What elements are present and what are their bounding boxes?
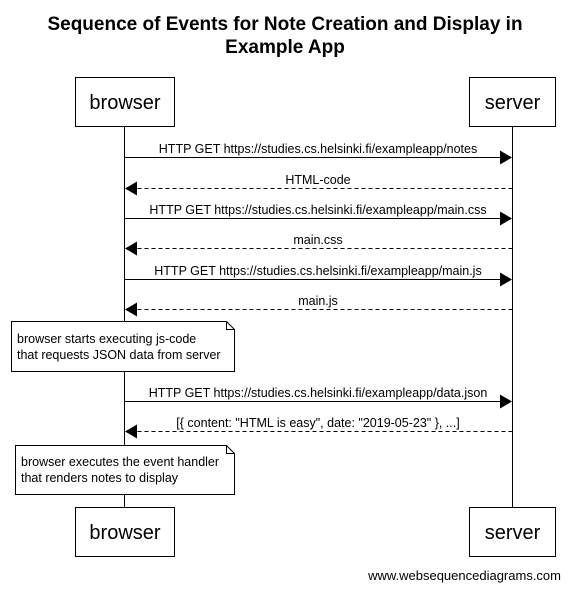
- message-5: HTTP GET https://studies.cs.helsinki.fi/…: [124, 264, 512, 287]
- message-label: main.css: [293, 233, 342, 247]
- message-label: HTTP GET https://studies.cs.helsinki.fi/…: [154, 264, 481, 278]
- browser-actor-top-label: browser: [89, 92, 160, 114]
- server-actor-bottom: server: [469, 507, 556, 557]
- credit-watermark: www.websequencediagrams.com: [367, 568, 561, 583]
- note-2: browser executes the event handler that …: [15, 445, 235, 495]
- note-line: that renders notes to display: [21, 471, 179, 485]
- message-label: HTTP GET https://studies.cs.helsinki.fi/…: [159, 142, 477, 156]
- message-label: HTML-code: [285, 173, 350, 187]
- message-label: HTTP GET https://studies.cs.helsinki.fi/…: [149, 203, 486, 217]
- message-label: main.js: [298, 294, 338, 308]
- diagram-title-line2: Example App: [225, 37, 345, 58]
- message-2: HTML-code: [125, 173, 513, 196]
- browser-actor-bottom-label: browser: [89, 522, 160, 544]
- browser-actor-top: browser: [75, 77, 175, 127]
- message-4: main.css: [125, 233, 513, 256]
- message-label: [{ content: "HTML is easy", date: "2019-…: [176, 416, 459, 430]
- diagram-title-line1: Sequence of Events for Note Creation and…: [47, 14, 522, 35]
- message-1: HTTP GET https://studies.cs.helsinki.fi/…: [124, 142, 512, 165]
- server-actor-bottom-label: server: [485, 522, 541, 544]
- note-1: browser starts executing js-code that re…: [11, 321, 235, 372]
- server-actor-top: server: [469, 77, 556, 127]
- message-label: HTTP GET https://studies.cs.helsinki.fi/…: [149, 386, 488, 400]
- message-7: HTTP GET https://studies.cs.helsinki.fi/…: [124, 386, 512, 409]
- browser-actor-bottom: browser: [75, 507, 175, 557]
- note-line: browser starts executing js-code: [17, 332, 196, 346]
- message-8: [{ content: "HTML is easy", date: "2019-…: [125, 416, 513, 439]
- message-3: HTTP GET https://studies.cs.helsinki.fi/…: [124, 203, 512, 226]
- note-line: browser executes the event handler: [21, 455, 219, 469]
- message-6: main.js: [125, 294, 513, 317]
- note-line: that requests JSON data from server: [17, 348, 221, 362]
- server-actor-top-label: server: [485, 92, 541, 114]
